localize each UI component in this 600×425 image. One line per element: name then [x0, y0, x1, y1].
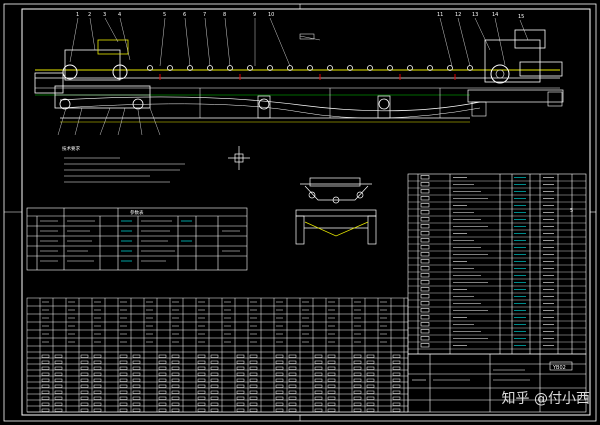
- svg-text:15: 15: [518, 14, 524, 20]
- svg-text:4: 4: [118, 12, 121, 18]
- svg-text:13: 13: [472, 12, 478, 18]
- title-block-code: YB02: [552, 365, 566, 371]
- svg-text:5: 5: [163, 12, 166, 18]
- watermark: 知乎 @付小西: [501, 391, 590, 407]
- svg-text:6: 6: [183, 12, 186, 18]
- params-table-heading: 参数表: [130, 209, 144, 216]
- svg-text:9: 9: [253, 12, 256, 18]
- svg-text:11: 11: [437, 12, 443, 18]
- svg-text:14: 14: [492, 12, 498, 18]
- svg-text:1: 1: [76, 12, 79, 18]
- svg-text:8: 8: [223, 12, 226, 18]
- sheet-mark: 5: [570, 208, 573, 214]
- svg-text:2: 2: [88, 12, 91, 18]
- svg-text:12: 12: [455, 12, 461, 18]
- parameters-table: [26, 207, 248, 271]
- cross-section-view: [295, 177, 377, 245]
- svg-text:7: 7: [203, 12, 206, 18]
- svg-text:10: 10: [268, 12, 274, 18]
- tech-req-heading: 技术要求: [62, 145, 80, 152]
- crosshair-cursor: [228, 146, 250, 170]
- technical-requirements-notes: 技术要求: [62, 145, 185, 183]
- bill-of-materials: [407, 173, 587, 355]
- title-block: [407, 353, 587, 413]
- bottom-schedule-table: [26, 297, 409, 413]
- svg-text:3: 3: [103, 12, 106, 18]
